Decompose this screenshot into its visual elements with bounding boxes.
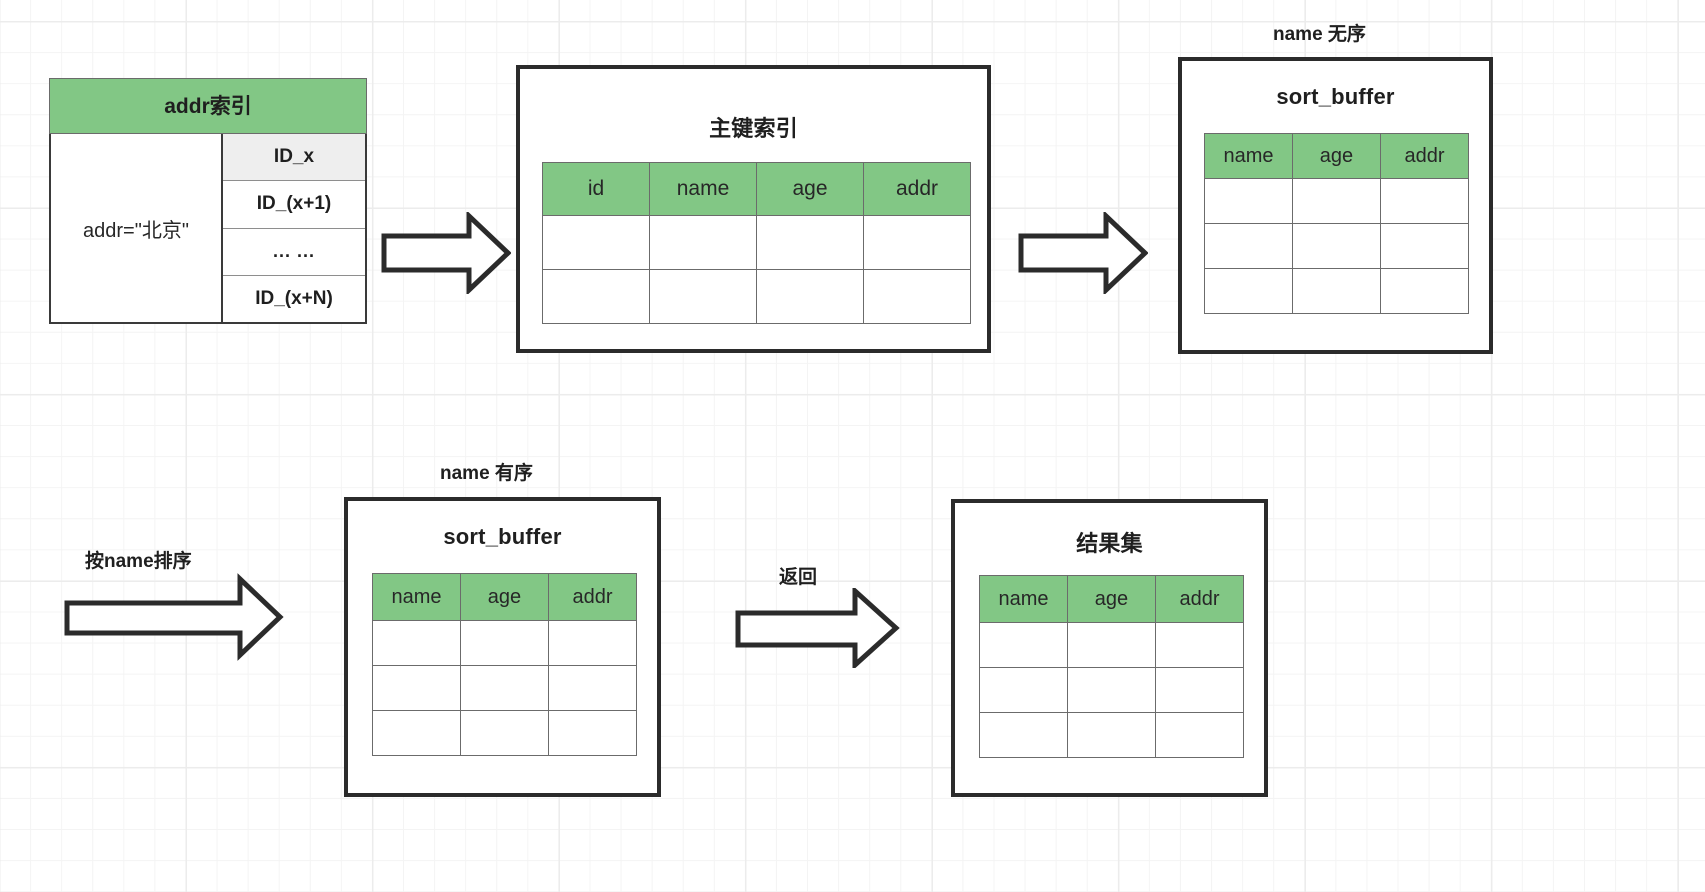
column-header: addr: [1379, 133, 1470, 179]
table-cell: [459, 710, 549, 756]
addr-index-card: addr索引 addr="北京" ID_x ID_(x+1) ... ... I…: [49, 78, 367, 324]
arrow-return: [735, 588, 900, 668]
table-cell: [547, 710, 638, 756]
table-cell: [1066, 712, 1156, 758]
table-cell: [1291, 178, 1381, 224]
column-header: addr: [1154, 575, 1245, 623]
table-header-row: name age addr: [372, 573, 638, 621]
table-cell: [542, 215, 650, 270]
table-row: [1204, 268, 1470, 314]
column-header: name: [1204, 133, 1293, 179]
column-header: name: [372, 573, 461, 621]
column-header: age: [1291, 133, 1381, 179]
result-set-table: name age addr: [979, 575, 1245, 758]
table-cell: [649, 269, 757, 324]
sort-buffer-sorted-title: sort_buffer: [443, 524, 562, 549]
table-header-row: name age addr: [979, 575, 1245, 623]
table-cell: [1204, 223, 1293, 269]
table-cell: [979, 622, 1068, 668]
table-row: [372, 620, 638, 666]
addr-index-id-row: ID_(x+N): [223, 275, 365, 322]
table-cell: [1204, 178, 1293, 224]
addr-index-id-row: ID_x: [223, 134, 365, 182]
table-cell: [372, 665, 461, 711]
primary-index-table: id name age addr: [542, 162, 971, 324]
table-cell: [542, 269, 650, 324]
addr-index-id-list: ID_x ID_(x+1) ... ... ID_(x+N): [223, 134, 365, 322]
column-header: name: [979, 575, 1068, 623]
table-row: [542, 215, 971, 270]
table-cell: [1154, 622, 1245, 668]
table-cell: [1066, 667, 1156, 713]
column-header: age: [756, 162, 864, 216]
arrow-label-sort-by-name: 按name排序: [85, 551, 192, 572]
sort-buffer-sorted-table: name age addr: [372, 573, 638, 756]
table-cell: [1154, 712, 1245, 758]
arrow-primary-to-sortbuffer: [1018, 212, 1148, 294]
sort-buffer-unsorted-panel: sort_buffer name age addr: [1178, 57, 1493, 354]
addr-index-id-row: ... ...: [223, 228, 365, 276]
table-cell: [863, 215, 971, 270]
table-header-row: id name age addr: [542, 162, 971, 216]
table-row: [542, 269, 971, 324]
table-row: [372, 710, 638, 756]
column-header: addr: [863, 162, 971, 216]
column-header: age: [459, 573, 549, 621]
primary-index-title: 主键索引: [709, 116, 798, 141]
sort-buffer-unsorted-title: sort_buffer: [1276, 84, 1395, 109]
table-cell: [1204, 268, 1293, 314]
table-cell: [1379, 223, 1470, 269]
table-cell: [1379, 268, 1470, 314]
table-cell: [1379, 178, 1470, 224]
column-header: age: [1066, 575, 1156, 623]
table-cell: [649, 215, 757, 270]
table-cell: [756, 269, 864, 324]
table-cell: [459, 665, 549, 711]
table-cell: [1291, 223, 1381, 269]
column-header: name: [649, 162, 757, 216]
table-cell: [1066, 622, 1156, 668]
table-row: [979, 667, 1245, 713]
caption-name-sorted: name 有序: [440, 463, 533, 484]
table-row: [1204, 223, 1470, 269]
table-cell: [1154, 667, 1245, 713]
table-cell: [459, 620, 549, 666]
table-cell: [547, 620, 638, 666]
table-row: [979, 622, 1245, 668]
table-cell: [863, 269, 971, 324]
sort-buffer-sorted-panel: sort_buffer name age addr: [344, 497, 661, 797]
addr-index-title: addr索引: [49, 78, 367, 134]
table-cell: [979, 667, 1068, 713]
arrow-label-return: 返回: [779, 567, 818, 588]
sort-buffer-unsorted-table: name age addr: [1204, 133, 1470, 314]
arrow-addr-to-primary: [381, 212, 511, 294]
result-set-panel: 结果集 name age addr: [951, 499, 1268, 797]
table-row: [1204, 178, 1470, 224]
addr-index-body: addr="北京" ID_x ID_(x+1) ... ... ID_(x+N): [49, 134, 367, 324]
column-header: id: [542, 162, 650, 216]
caption-name-unsorted: name 无序: [1273, 24, 1366, 45]
table-row: [979, 712, 1245, 758]
table-cell: [372, 620, 461, 666]
table-cell: [372, 710, 461, 756]
addr-index-id-row: ID_(x+1): [223, 181, 365, 229]
table-cell: [1291, 268, 1381, 314]
column-header: addr: [547, 573, 638, 621]
primary-index-panel: 主键索引 id name age addr: [516, 65, 991, 353]
addr-index-key-label: addr="北京": [51, 134, 223, 322]
table-cell: [979, 712, 1068, 758]
table-cell: [547, 665, 638, 711]
table-cell: [756, 215, 864, 270]
table-row: [372, 665, 638, 711]
result-set-title: 结果集: [1076, 531, 1143, 556]
table-header-row: name age addr: [1204, 133, 1470, 179]
arrow-sort-by-name: [64, 573, 284, 661]
